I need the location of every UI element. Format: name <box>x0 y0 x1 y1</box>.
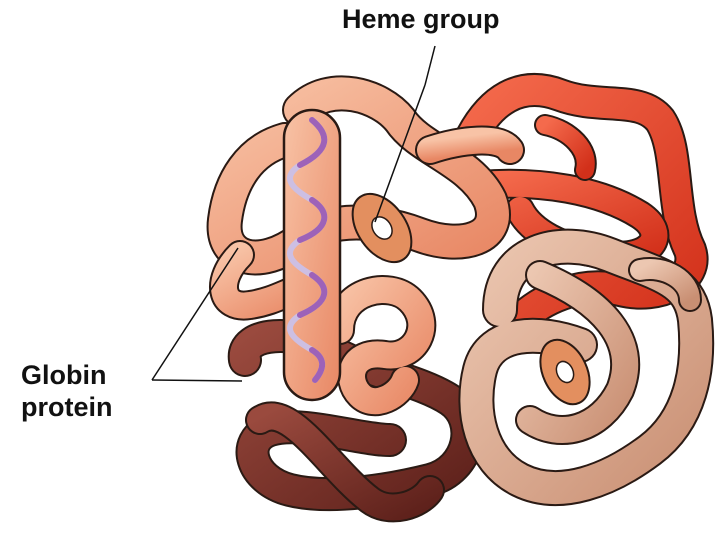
heme-leader-top <box>425 46 435 85</box>
globin-leader-lower <box>152 380 242 381</box>
alpha-helix-cylinder <box>284 110 340 400</box>
globin-label-line2: protein <box>21 392 113 423</box>
globin-label-line1: Globin <box>21 360 106 391</box>
globin-subunit-tan <box>476 247 696 488</box>
heme-group-label: Heme group <box>342 4 500 35</box>
